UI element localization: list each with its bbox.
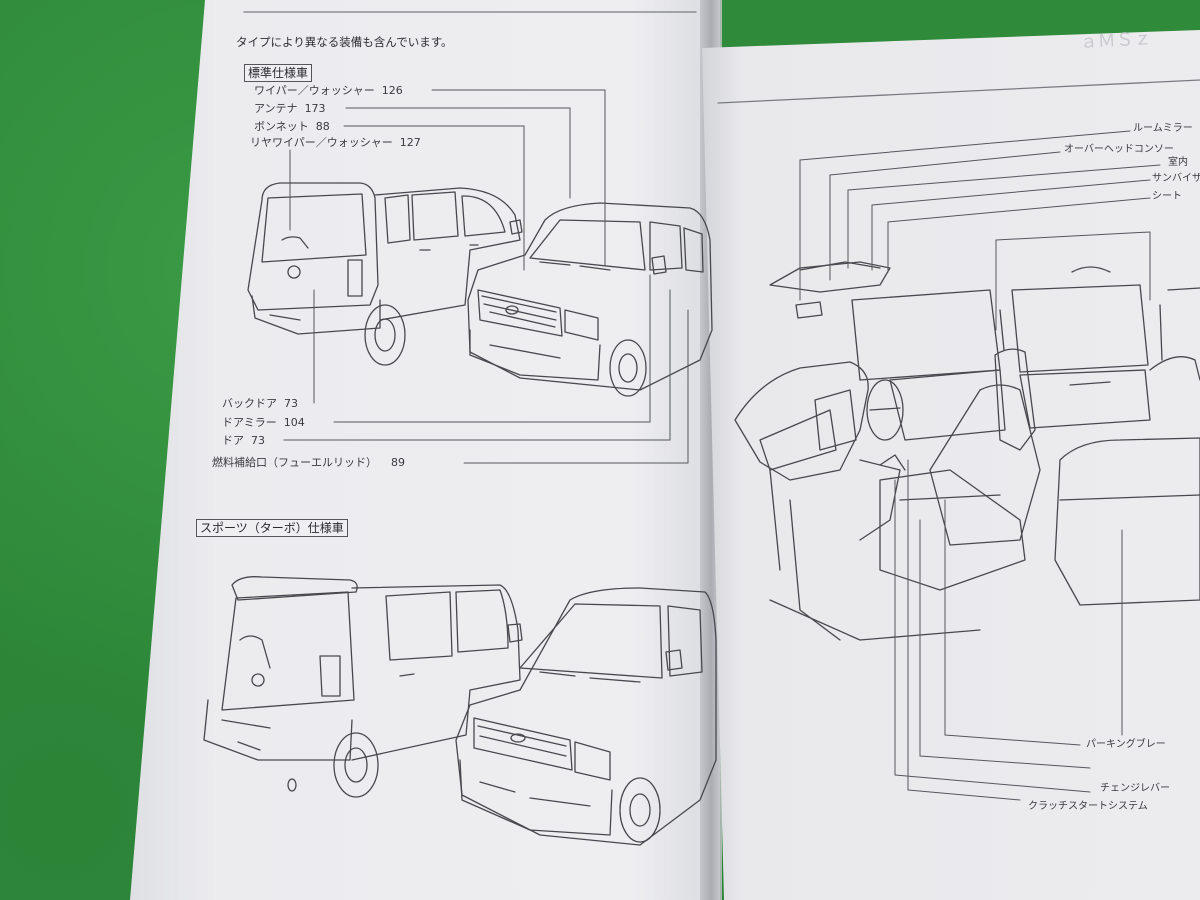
callout-parking-brake: パーキングブレー <box>1086 739 1166 750</box>
callout-label: ドアミラー <box>222 416 277 429</box>
callout-rear-wiper: リヤワイパー／ウォッシャー 127 <box>250 136 421 149</box>
callout-label: リヤワイパー／ウォッシャー <box>250 136 393 149</box>
callout-page: 73 <box>284 397 298 410</box>
callout-sun-visor: サンバイザ <box>1152 173 1200 184</box>
callout-door: ドア 73 <box>222 434 265 447</box>
callout-room-mirror: ルームミラー <box>1133 123 1193 134</box>
callout-interior-light: 室内 <box>1168 157 1188 168</box>
callout-label: アンテナ <box>254 102 298 115</box>
callout-label: ボンネット <box>254 120 309 133</box>
callout-page: 89 <box>391 456 405 469</box>
svg-text:ａＭＳｚ: ａＭＳｚ <box>1079 28 1152 53</box>
section-standard-heading: 標準仕様車 <box>244 64 313 82</box>
callout-label: バックドア <box>222 397 277 410</box>
callout-label: ワイパー／ウォッシャー <box>254 84 375 97</box>
callout-label: 燃料補給口（フューエルリッド） <box>212 456 377 469</box>
callout-clutch-start-system: クラッチスタートシステム <box>1028 801 1148 812</box>
callout-bonnet: ボンネット 88 <box>254 120 330 133</box>
sports-car-front-drawing <box>455 587 717 846</box>
manual-left-page <box>130 0 720 900</box>
callout-page: 173 <box>304 102 326 115</box>
callout-seat: シート <box>1152 191 1182 202</box>
intro-note: タイプにより異なる装備も含んでいます。 <box>236 35 453 49</box>
section-sports-heading: スポーツ（ターボ）仕様車 <box>196 519 348 537</box>
standard-car-rear-drawing <box>247 182 523 366</box>
callout-page: 73 <box>251 434 265 447</box>
callout-antenna: アンテナ 173 <box>254 102 326 115</box>
callout-fuel-lid: 燃料補給口（フューエルリッド） 89 <box>212 456 405 469</box>
standard-car-front-drawing <box>467 202 713 397</box>
callout-back-door: バックドア 73 <box>222 397 298 410</box>
callout-wiper-washer: ワイパー／ウォッシャー 126 <box>254 84 403 97</box>
callout-label: ドア <box>222 434 244 447</box>
callout-page: 127 <box>399 136 421 149</box>
callout-overhead-console: オーバーヘッドコンソー <box>1064 144 1174 155</box>
sports-car-rear-drawing <box>203 576 523 798</box>
callout-page: 126 <box>381 84 403 97</box>
callout-door-mirror: ドアミラー 104 <box>222 416 305 429</box>
callout-page: 88 <box>315 120 330 133</box>
interior-cabin-drawing <box>734 261 1200 641</box>
callout-page: 104 <box>283 416 305 429</box>
callout-change-lever: チェンジレバー <box>1100 783 1170 794</box>
